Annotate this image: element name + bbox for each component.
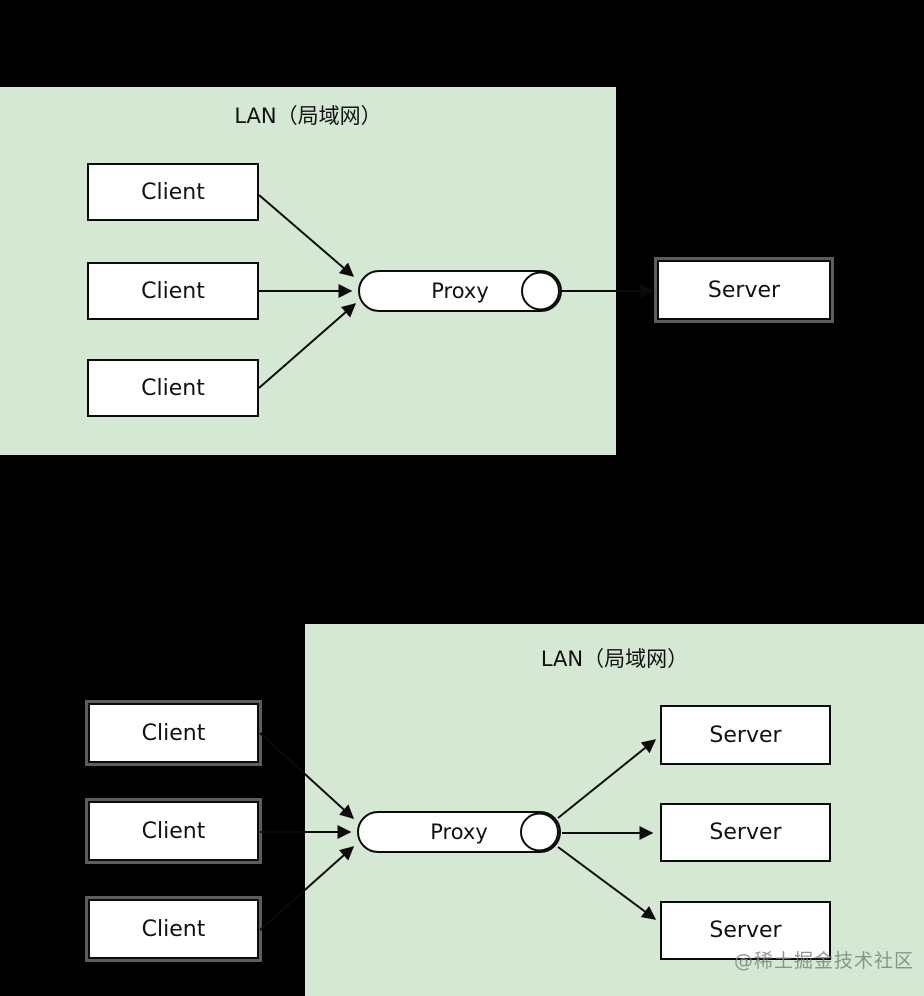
proxy-node: Proxy	[357, 811, 561, 853]
cylinder-cap	[521, 271, 560, 311]
server-label: Server	[709, 722, 782, 748]
client-node: Client	[88, 703, 259, 763]
proxy-label: Proxy	[430, 820, 488, 844]
client-node: Client	[87, 163, 259, 221]
server-node: Server	[660, 803, 831, 862]
proxy-node: Proxy	[358, 270, 562, 312]
proxy-label: Proxy	[431, 279, 489, 303]
lan-region-bottom: LAN（局域网）	[305, 624, 924, 996]
watermark: @稀土掘金技术社区	[734, 950, 915, 972]
cylinder-cap	[520, 812, 559, 852]
server-label: Server	[707, 277, 781, 303]
client-label: Client	[141, 916, 206, 942]
lan-label-top: LAN（局域网）	[234, 104, 382, 128]
client-label: Client	[141, 278, 205, 304]
lan-label-bottom: LAN（局域网）	[540, 647, 689, 671]
server-node: Server	[660, 705, 831, 765]
client-node: Client	[87, 359, 259, 417]
server-node: Server	[657, 260, 831, 320]
client-node: Client	[88, 899, 259, 959]
server-label: Server	[709, 820, 782, 845]
client-label: Client	[141, 720, 206, 746]
server-label: Server	[709, 918, 782, 943]
client-node: Client	[87, 262, 259, 320]
client-node: Client	[88, 801, 259, 861]
server-node: Server	[660, 901, 831, 960]
client-label: Client	[141, 179, 205, 205]
client-label: Client	[141, 818, 206, 844]
client-label: Client	[141, 375, 205, 401]
